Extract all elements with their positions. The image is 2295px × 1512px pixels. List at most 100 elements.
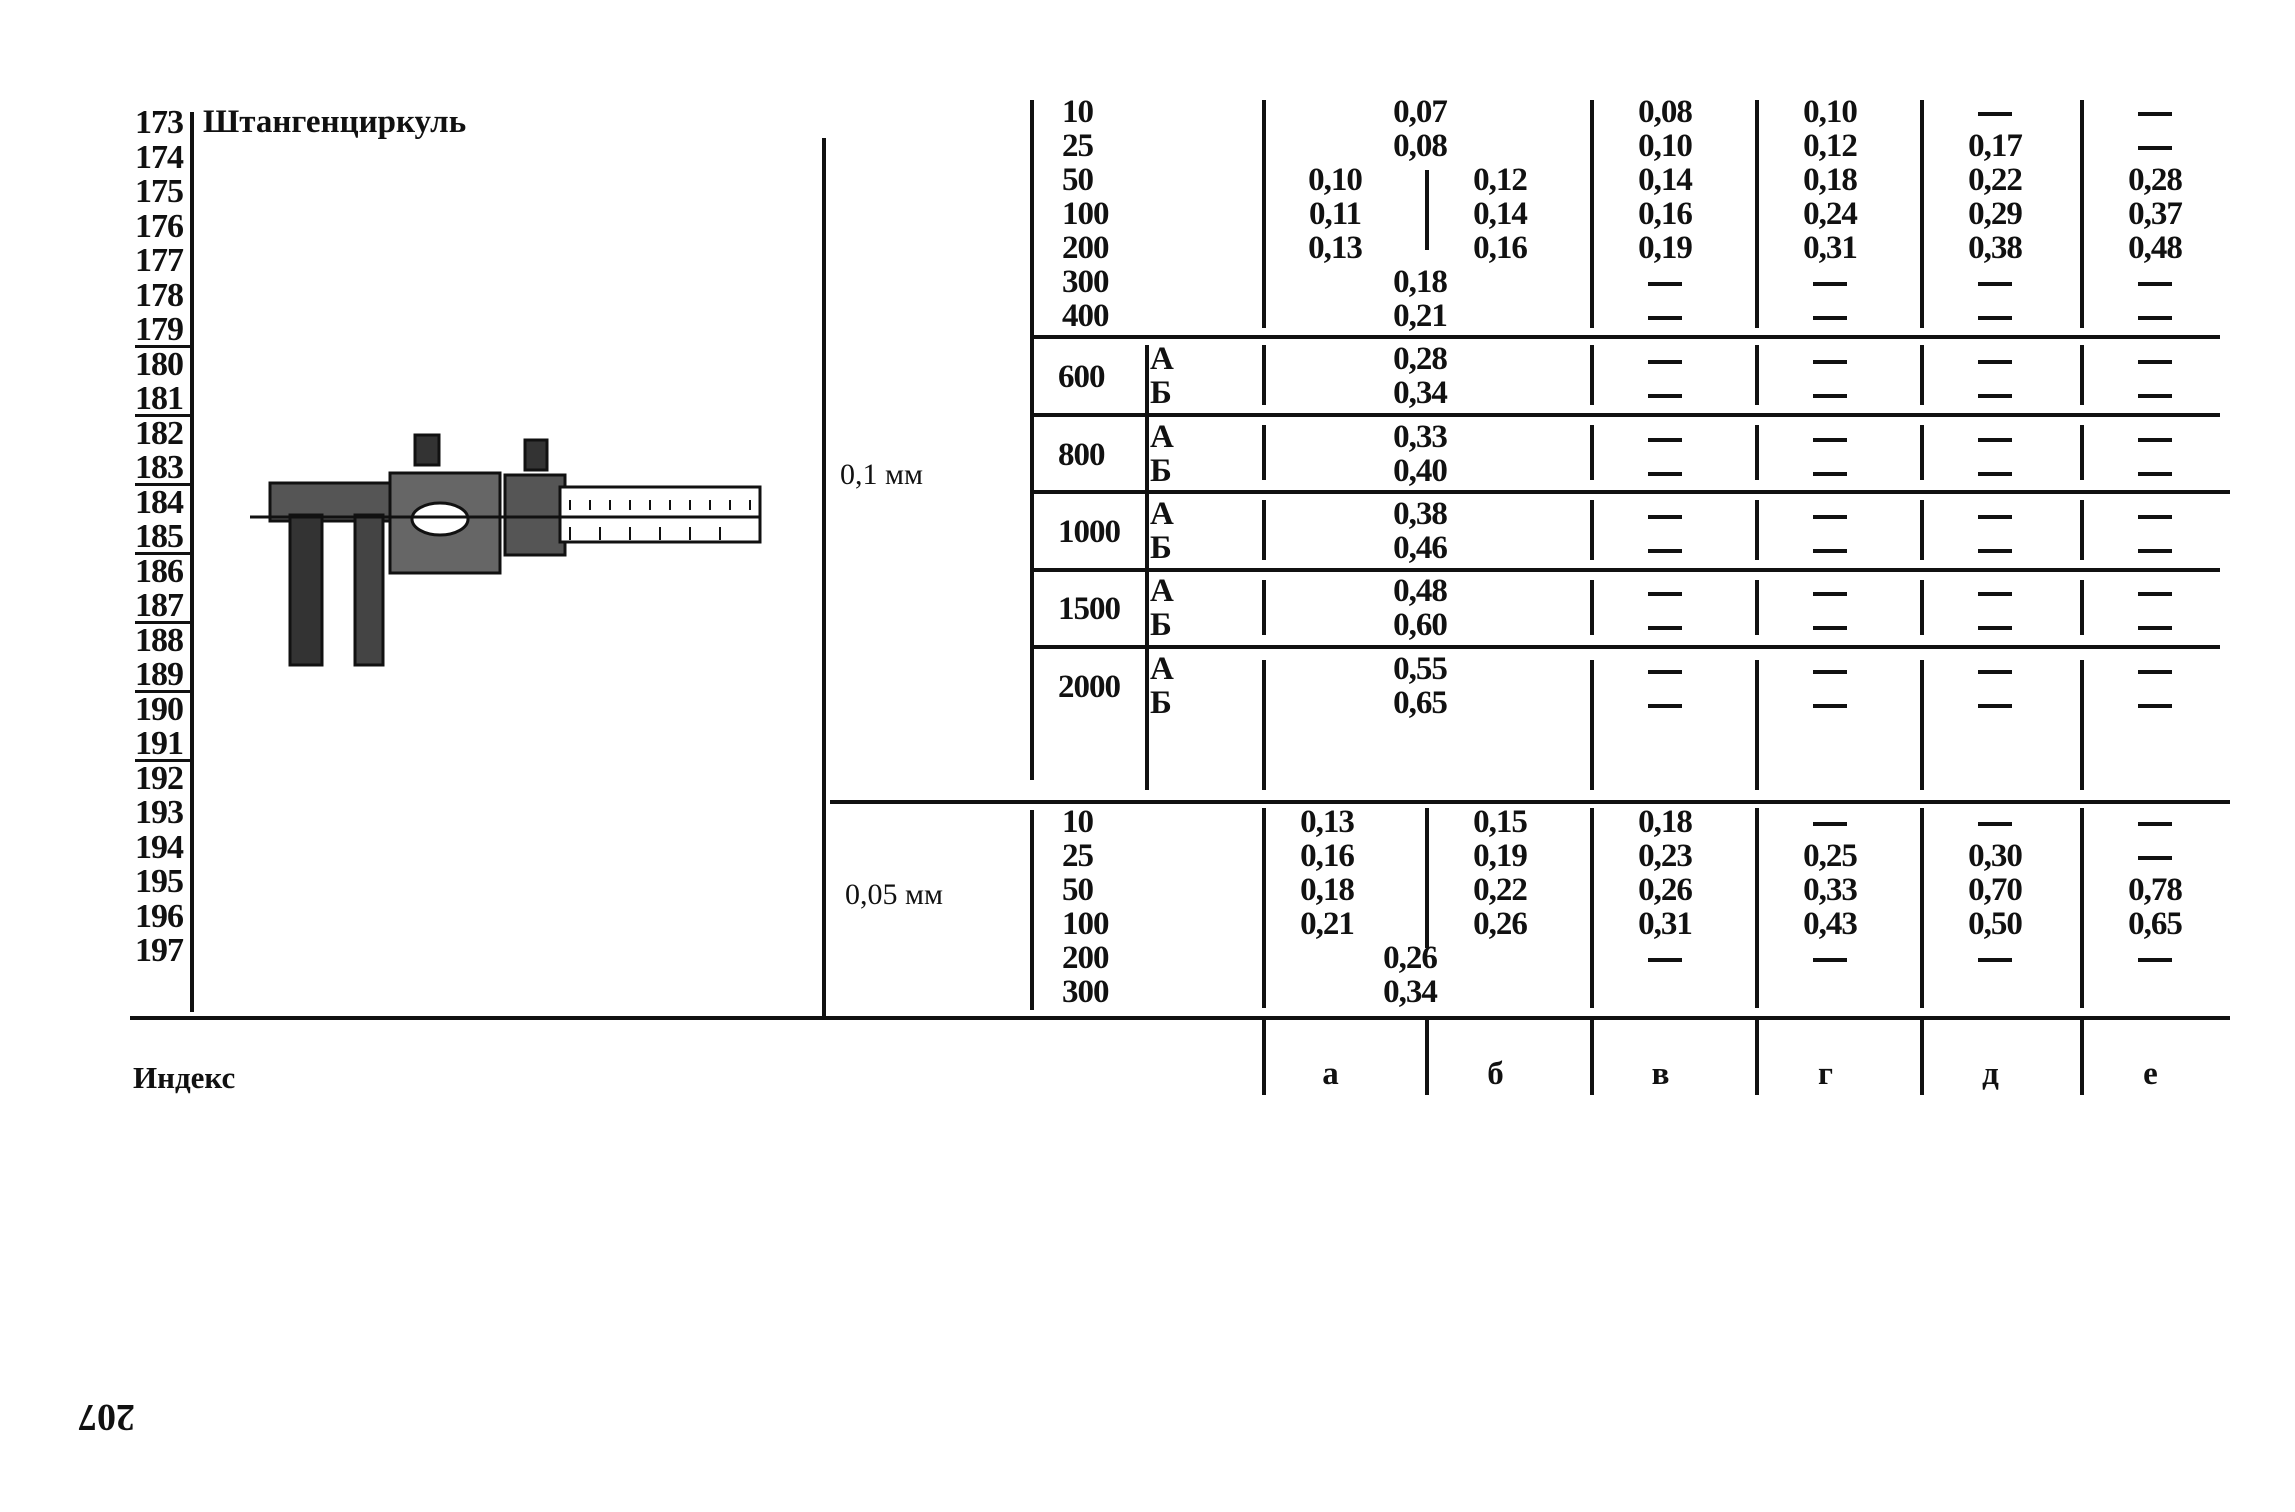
row-index: 187 (135, 587, 184, 624)
value-ab: 0,21 (1393, 298, 1448, 334)
column-rule (1262, 500, 1266, 560)
length-value: 400 (1062, 298, 1109, 334)
value-g-dash (1813, 316, 1847, 320)
value-e-dash (2138, 515, 2172, 519)
row-index-rule (190, 112, 194, 1012)
length-value: 100 (1062, 906, 1109, 942)
value-g: 0,12 (1803, 128, 1858, 164)
value-a: 0,11 (1309, 196, 1362, 232)
class-b-label: Б (1150, 453, 1172, 489)
row-index: 178 (135, 276, 184, 314)
value-v-dash (1648, 592, 1682, 596)
row-index: 196 (135, 897, 184, 935)
value-v-dash (1648, 515, 1682, 519)
page-number: 207 (78, 1396, 135, 1438)
row-index: 190 (135, 690, 184, 728)
value-ab: 0,48 (1393, 573, 1448, 609)
value-v-dash (1648, 438, 1682, 442)
value-ab: 0,07 (1393, 94, 1448, 130)
column-rule (1920, 660, 1924, 790)
value-b: 0,22 (1473, 872, 1528, 908)
column-rule (1920, 808, 1924, 1008)
row-index: 175 (135, 173, 184, 210)
length-value: 2000 (1058, 669, 1121, 705)
value-ab: 0,28 (1393, 341, 1448, 377)
column-rule (1920, 500, 1924, 560)
value-g-dash (1813, 472, 1847, 476)
column-rule (1920, 100, 1924, 328)
column-rule (2080, 808, 2084, 1008)
value-g-dash (1813, 958, 1847, 962)
value-g: 0,25 (1803, 838, 1858, 874)
row-index: 188 (135, 621, 184, 659)
value-e-dash (2138, 958, 2172, 962)
column-rule (1755, 808, 1759, 1008)
value-e-dash (2138, 472, 2172, 476)
column-rule (2080, 580, 2084, 635)
value-g-dash (1813, 592, 1847, 596)
column-rule (1262, 100, 1266, 328)
value-ab: 0,60 (1393, 607, 1448, 643)
value-g-dash (1813, 360, 1847, 364)
value-e-dash (2138, 146, 2172, 150)
column-rule (2080, 1020, 2084, 1095)
value-g-dash (1813, 626, 1847, 630)
value-v-dash (1648, 549, 1682, 553)
column-rule (2080, 100, 2084, 328)
row-index: 179 (135, 311, 184, 348)
length-value: 300 (1062, 974, 1109, 1010)
value-d-dash (1978, 316, 2012, 320)
footer-column-4: г (1818, 1056, 1833, 1092)
value-g-dash (1813, 515, 1847, 519)
footer-column-1: а (1322, 1056, 1338, 1092)
value-d-dash (1978, 438, 2012, 442)
row-index: 193 (135, 794, 184, 831)
row-index: 181 (135, 380, 184, 417)
value-e: 0,37 (2128, 196, 2183, 232)
row-index: 182 (135, 414, 184, 452)
value-b: 0,15 (1473, 804, 1528, 840)
value-v: 0,31 (1638, 906, 1693, 942)
length-value: 200 (1062, 230, 1109, 266)
precision-rule (822, 138, 826, 1020)
value-g-dash (1813, 822, 1847, 826)
value-v: 0,14 (1638, 162, 1693, 198)
value-d-dash (1978, 282, 2012, 286)
length-value: 10 (1062, 94, 1094, 130)
footer-column-6: е (2143, 1056, 2158, 1092)
value-a: 0,10 (1308, 162, 1363, 198)
value-ab: 0,26 (1383, 940, 1438, 976)
rule-800 (1030, 413, 2220, 417)
column-rule (2080, 500, 2084, 560)
value-e: 0,28 (2128, 162, 2183, 198)
value-v-dash (1648, 472, 1682, 476)
column-rule (1755, 345, 1759, 405)
rule-005-top (830, 800, 2230, 804)
rule-1500 (1030, 568, 2220, 572)
value-ab: 0,46 (1393, 530, 1448, 566)
precision-label-01: 0,1 мм (840, 458, 923, 491)
length-value: 50 (1062, 162, 1094, 198)
column-rule (1262, 345, 1266, 405)
value-d-dash (1978, 515, 2012, 519)
column-rule (1920, 580, 1924, 635)
class-a-label: А (1150, 651, 1174, 687)
column-rule (1262, 808, 1266, 1008)
row-index-separator (135, 689, 190, 693)
length-value: 50 (1062, 872, 1094, 908)
column-rule (2080, 660, 2084, 790)
class-rule (1145, 345, 1149, 790)
row-index: 186 (135, 552, 184, 590)
value-e-dash (2138, 549, 2172, 553)
footer-column-3: в (1651, 1056, 1670, 1092)
class-a-label: А (1150, 419, 1174, 455)
column-rule (2080, 345, 2084, 405)
value-d: 0,22 (1968, 162, 2023, 198)
value-e-dash (2138, 394, 2172, 398)
value-a: 0,16 (1300, 838, 1355, 874)
length-value: 300 (1062, 264, 1109, 300)
column-rule (2080, 425, 2084, 480)
column-rule (1590, 100, 1594, 328)
row-index: 194 (135, 828, 184, 866)
